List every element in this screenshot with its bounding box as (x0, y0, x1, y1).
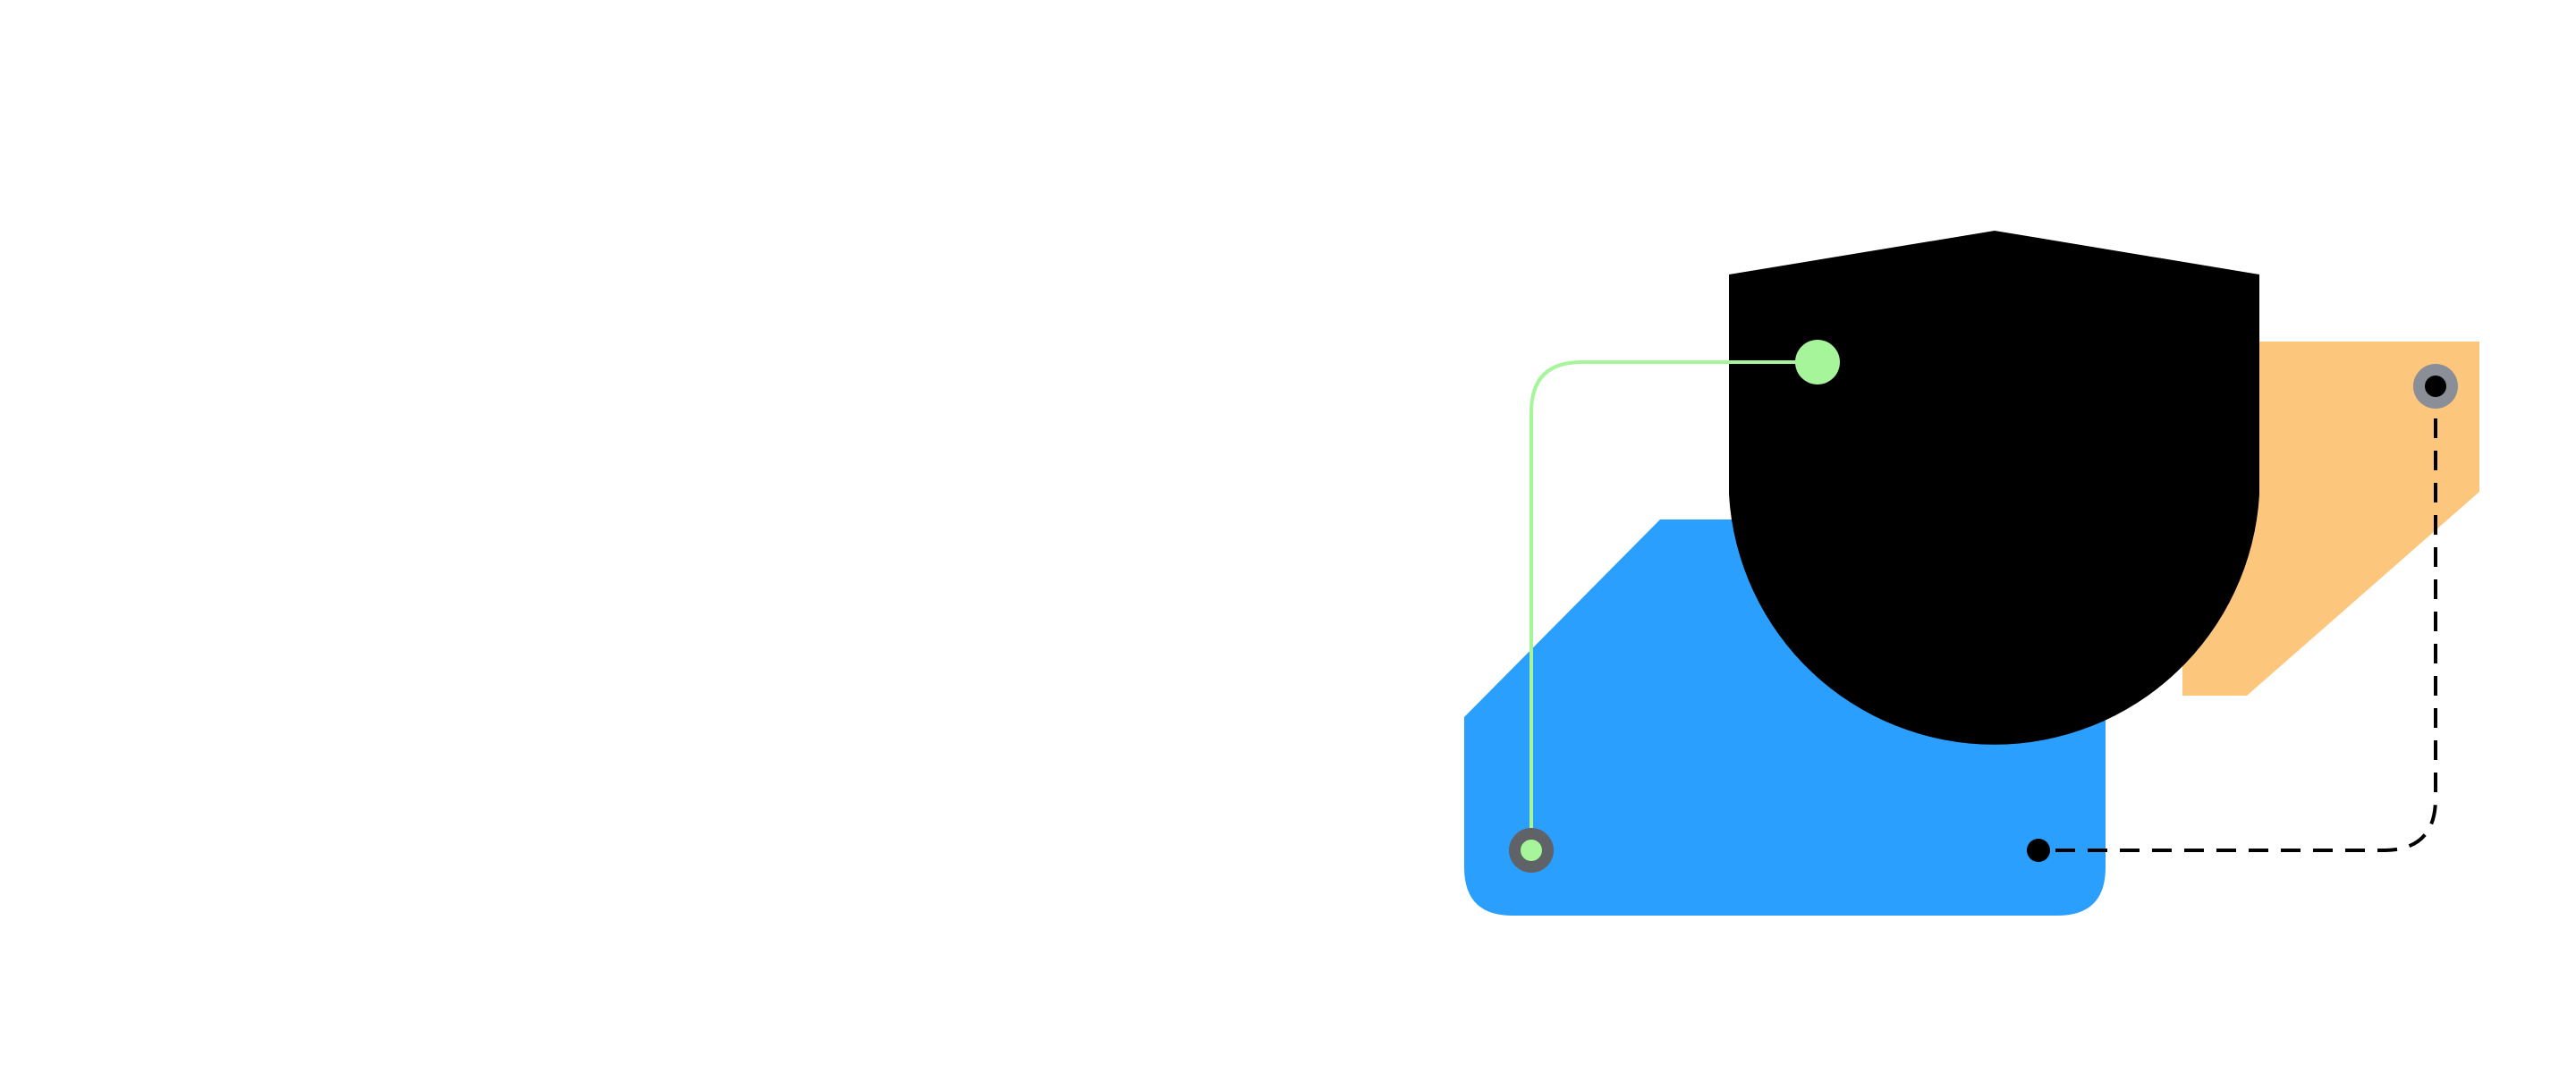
green-source-node[interactable] (1795, 340, 1840, 384)
black-source-node[interactable] (2027, 839, 2050, 862)
green-connector (1530, 360, 1818, 850)
black-target-node[interactable] (2425, 376, 2446, 397)
green-target-node[interactable] (1521, 840, 1542, 861)
black-dashed-connector (2038, 386, 2437, 852)
black-shield (1729, 231, 2259, 745)
